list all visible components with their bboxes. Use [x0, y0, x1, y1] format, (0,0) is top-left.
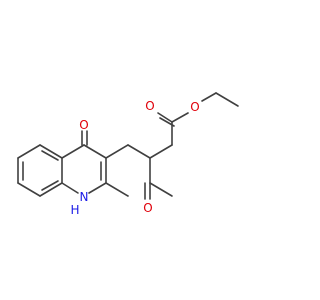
ester-group — [157, 92, 239, 146]
ketone-group — [144, 182, 151, 200]
ring-nh-hydrogen-label: H — [70, 203, 79, 217]
bond — [149, 144, 173, 159]
bond — [105, 144, 129, 159]
bond — [159, 117, 175, 127]
bond — [88, 182, 107, 194]
ring-carbonyl-oxygen-label: O — [79, 118, 88, 132]
double-bond-inner — [41, 180, 59, 191]
bond — [157, 112, 173, 123]
bond — [39, 144, 63, 159]
bond — [149, 182, 173, 197]
bond — [17, 182, 41, 197]
bond — [171, 112, 189, 123]
bond — [39, 182, 63, 197]
ring-nitrogen-label: N — [80, 190, 89, 204]
bond — [61, 144, 85, 159]
double-bond-inner — [41, 150, 59, 161]
pyridinone-ring — [61, 130, 107, 194]
molecule-structure: O N H O O O — [17, 92, 239, 217]
bond — [127, 144, 151, 159]
benzene-ring — [17, 144, 63, 197]
bond — [61, 182, 79, 194]
methyl-bond — [105, 182, 129, 197]
bond — [83, 144, 107, 159]
ester-carbonyl-oxygen-label: O — [145, 99, 154, 113]
ester-oxygen-label: O — [190, 100, 199, 114]
bond — [215, 92, 239, 107]
bond — [201, 92, 217, 102]
bond — [17, 144, 41, 159]
side-chain — [105, 144, 173, 197]
ketone-oxygen-label: O — [143, 201, 152, 215]
